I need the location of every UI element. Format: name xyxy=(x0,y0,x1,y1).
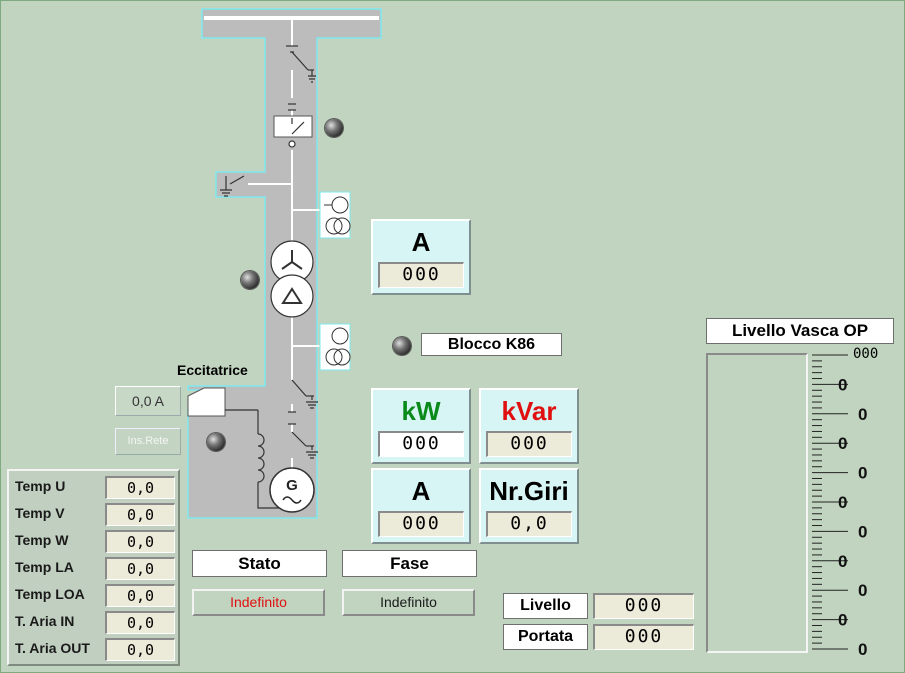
scale-label: 0 xyxy=(858,522,867,541)
blocco-k86-lamp xyxy=(393,337,411,355)
scale-label: 0 xyxy=(838,434,847,453)
measuring-transformer-1 xyxy=(319,191,351,239)
temp-u-value: 0,0 xyxy=(105,476,175,499)
single-line-diagram: G xyxy=(187,8,382,519)
current-meter-top: A 000 xyxy=(371,219,471,295)
kw-value: 000 xyxy=(378,431,464,457)
tank-title: Livello Vasca OP xyxy=(706,318,894,344)
temp-aria-in-value: 0,0 xyxy=(105,611,175,634)
current-meter-bottom: A 000 xyxy=(371,468,471,544)
temp-row-aria-in: T. Aria IN 0,0 xyxy=(13,610,178,634)
temp-aria-out-label: T. Aria OUT xyxy=(15,640,90,656)
svg-text:G: G xyxy=(286,477,298,494)
scale-label: 0 xyxy=(838,493,847,512)
portata-label: Portata xyxy=(503,624,588,650)
livello-value: 000 xyxy=(593,593,694,619)
kw-meter: kW 000 xyxy=(371,388,471,464)
disconnector-top xyxy=(286,45,316,83)
temperature-panel: Temp U 0,0 Temp V 0,0 Temp W 0,0 Temp LA… xyxy=(7,469,180,666)
earthing-switch-left xyxy=(220,175,245,197)
kvar-value: 000 xyxy=(486,431,572,457)
temp-u-label: Temp U xyxy=(15,478,66,494)
kvar-title: kVar xyxy=(501,396,557,426)
current-top-title: A xyxy=(411,227,431,257)
eccitatrice-label: Eccitatrice xyxy=(177,362,248,378)
fase-value: Indefinito xyxy=(342,589,475,616)
temp-w-label: Temp W xyxy=(15,532,69,548)
temp-la-label: Temp LA xyxy=(15,559,74,575)
disconnector-low xyxy=(291,431,318,459)
tank-scale-top-value: 000 xyxy=(853,346,879,362)
scale-label: 0 xyxy=(858,581,867,600)
temp-aria-out-value: 0,0 xyxy=(105,638,175,661)
breaker-status-lamp xyxy=(325,119,343,137)
scale-label: 0 xyxy=(858,640,867,659)
scale-label: 0 xyxy=(858,405,867,424)
kvar-meter: kVar 000 xyxy=(479,388,579,464)
tank-gauge xyxy=(706,353,808,653)
temp-v-label: Temp V xyxy=(15,505,65,521)
exciter-block xyxy=(187,387,226,417)
circuit-breaker xyxy=(273,115,313,138)
scale-label: 0 xyxy=(858,464,867,483)
kw-title: kW xyxy=(401,396,441,426)
temp-row-u: Temp U 0,0 xyxy=(13,475,178,499)
temp-la-value: 0,0 xyxy=(105,557,175,580)
temp-aria-in-label: T. Aria IN xyxy=(15,613,75,629)
disconnector-mid xyxy=(288,379,318,425)
temp-v-value: 0,0 xyxy=(105,503,175,526)
temp-w-value: 0,0 xyxy=(105,530,175,553)
temp-loa-label: Temp LOA xyxy=(15,586,85,602)
current-bottom-value: 000 xyxy=(378,511,464,537)
stato-label: Stato xyxy=(192,550,327,577)
scale-label: 0 xyxy=(838,552,847,571)
blocco-k86-label: Blocco K86 xyxy=(421,333,562,356)
temp-loa-value: 0,0 xyxy=(105,584,175,607)
nr-giri-value: 0,0 xyxy=(486,511,572,537)
main-transformer xyxy=(270,240,314,318)
current-top-value: 000 xyxy=(378,262,464,288)
nr-giri-title: Nr.Giri xyxy=(489,476,569,506)
exciter-status-lamp xyxy=(207,433,225,451)
temp-row-v: Temp V 0,0 xyxy=(13,502,178,526)
livello-label: Livello xyxy=(503,593,588,619)
fase-label: Fase xyxy=(342,550,477,577)
temp-row-aria-out: T. Aria OUT 0,0 xyxy=(13,637,178,661)
scale-label: 0 xyxy=(838,611,847,630)
transformer-status-lamp xyxy=(241,271,259,289)
current-bottom-title: A xyxy=(411,476,431,506)
measuring-transformer-2 xyxy=(319,323,351,371)
main-busbar xyxy=(204,16,379,20)
nr-giri-meter: Nr.Giri 0,0 xyxy=(479,468,579,544)
portata-value: 000 xyxy=(593,624,694,650)
stato-value: Indefinito xyxy=(192,589,325,616)
ins-rete-button[interactable]: Ins.Rete xyxy=(115,428,181,455)
generator-icon: G xyxy=(269,467,315,513)
scale-label: 0 xyxy=(838,375,847,394)
eccitatrice-value: 0,0 A xyxy=(115,386,181,416)
temp-row-la: Temp LA 0,0 xyxy=(13,556,178,580)
temp-row-w: Temp W 0,0 xyxy=(13,529,178,553)
temp-row-loa: Temp LOA 0,0 xyxy=(13,583,178,607)
